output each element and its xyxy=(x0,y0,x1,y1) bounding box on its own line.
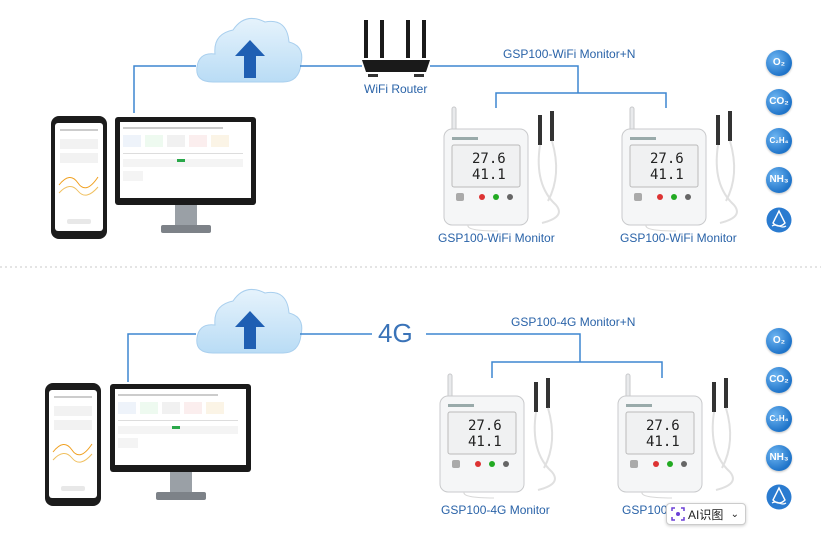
ai-recognize-button[interactable]: AI识图 ⌄ xyxy=(666,503,746,525)
desktop-monitor-icon xyxy=(115,117,256,233)
cloud-icon xyxy=(196,288,303,354)
network-label: GSP100-WiFi Monitor+N xyxy=(503,47,636,61)
o2-icon: O₂ xyxy=(766,328,792,354)
c2h4-icon: C₂H₄ xyxy=(766,128,792,154)
device-humidity: 41.1 xyxy=(472,167,506,183)
device-temp: 27.6 xyxy=(646,418,680,434)
network-label: GSP100-4G Monitor+N xyxy=(511,315,636,329)
connector-line xyxy=(426,333,663,378)
ai-scan-icon xyxy=(671,507,685,521)
connector-line xyxy=(430,65,667,108)
water-drop-icon xyxy=(766,207,792,233)
nh3-icon: NH₃ xyxy=(766,167,792,193)
link-4g-label: 4G xyxy=(378,318,413,348)
co2-icon: CO₂ xyxy=(766,89,792,115)
cloud-icon xyxy=(196,17,303,83)
nh3-icon: NH₃ xyxy=(766,445,792,471)
connector-line xyxy=(127,333,196,382)
desktop-monitor-icon xyxy=(110,384,251,500)
ai-button-label: AI识图 xyxy=(688,507,724,522)
device-temp: 27.6 xyxy=(468,418,502,434)
router-label: WiFi Router xyxy=(364,82,428,96)
device-label: GSP100-4G Monitor xyxy=(441,503,550,517)
o2-icon: O₂ xyxy=(766,50,792,76)
device-humidity: 41.1 xyxy=(646,434,680,450)
device-temp: 27.6 xyxy=(650,151,684,167)
smartphone-icon xyxy=(50,115,108,240)
device-label: GSP100-WiFi Monitor xyxy=(438,231,555,245)
device-readings: 27.6 41.1 27.6 41.1 27.6 41.1 27.6 41.1 xyxy=(468,151,684,450)
chevron-down-icon: ⌄ xyxy=(730,508,739,520)
device-humidity: 41.1 xyxy=(468,434,502,450)
device-label: GSP100-WiFi Monitor xyxy=(620,231,737,245)
router-icon xyxy=(362,20,430,77)
device-label: GSP100 xyxy=(622,503,668,517)
c2h4-icon: C₂H₄ xyxy=(766,406,792,432)
co2-icon: CO₂ xyxy=(766,367,792,393)
water-drop-icon xyxy=(766,484,792,510)
connector-line xyxy=(133,65,196,113)
device-humidity: 41.1 xyxy=(650,167,684,183)
device-temp: 27.6 xyxy=(472,151,506,167)
smartphone-icon xyxy=(44,382,102,507)
